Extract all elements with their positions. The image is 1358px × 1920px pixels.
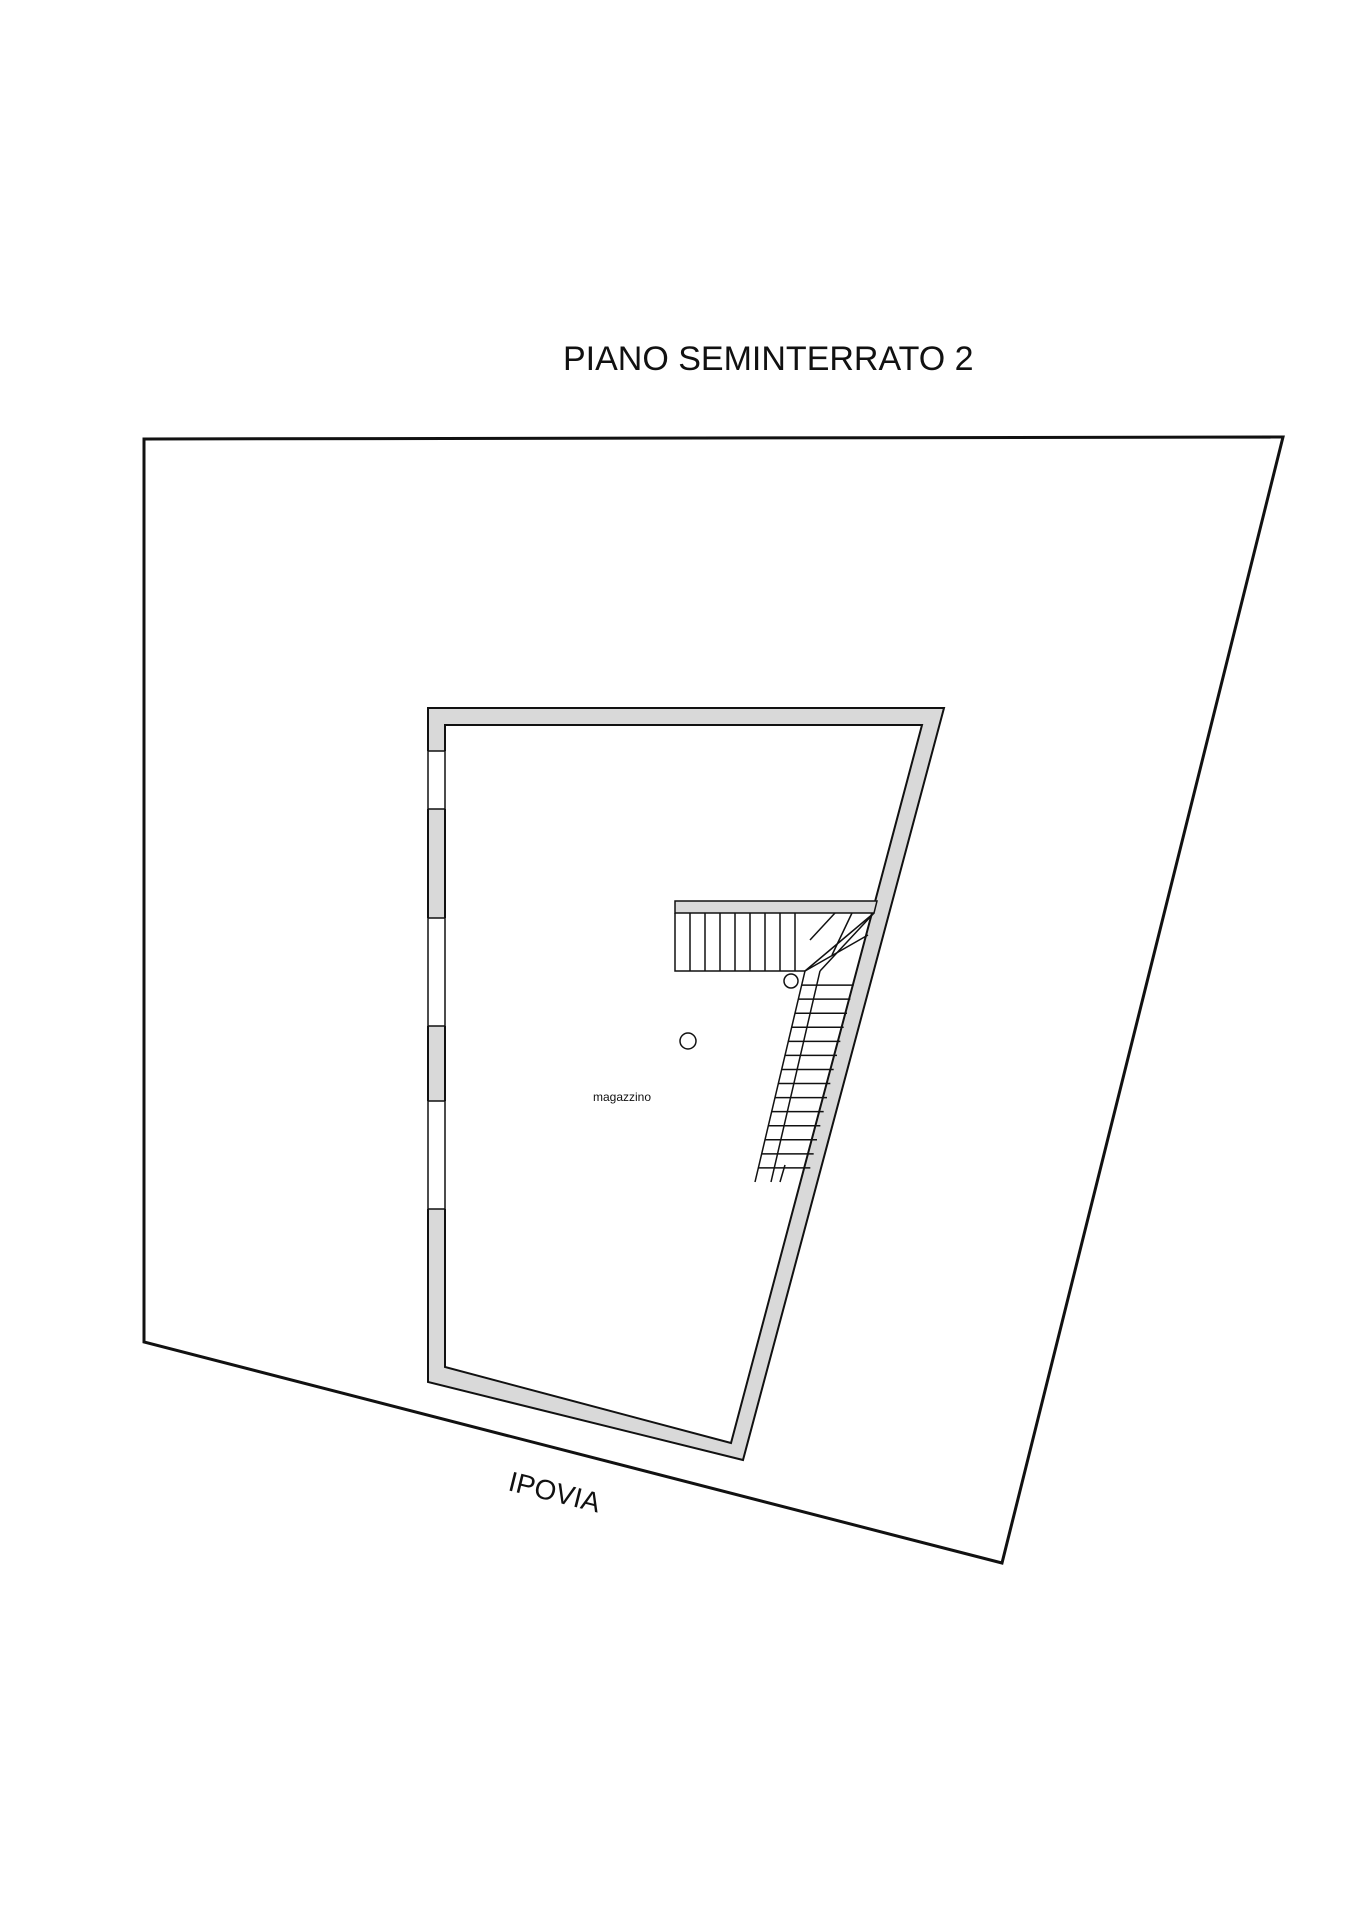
building-walls	[427, 707, 946, 1462]
lot-boundary	[142, 435, 1285, 1565]
column-marker	[783, 973, 799, 989]
column-marker	[679, 1032, 697, 1050]
plan-title: PIANO SEMINTERRATO 2	[563, 340, 974, 378]
wall-opening	[427, 1101, 446, 1209]
staircase	[674, 900, 878, 1183]
wall-opening	[427, 751, 446, 809]
room-label: magazzino	[593, 1090, 651, 1104]
street-label: IPOVIA	[506, 1466, 604, 1519]
wall-opening	[427, 918, 446, 1026]
stair-treads-upper	[689, 913, 796, 971]
stair-partition-wall	[674, 900, 878, 914]
stair-treads-lower	[758, 984, 854, 1169]
